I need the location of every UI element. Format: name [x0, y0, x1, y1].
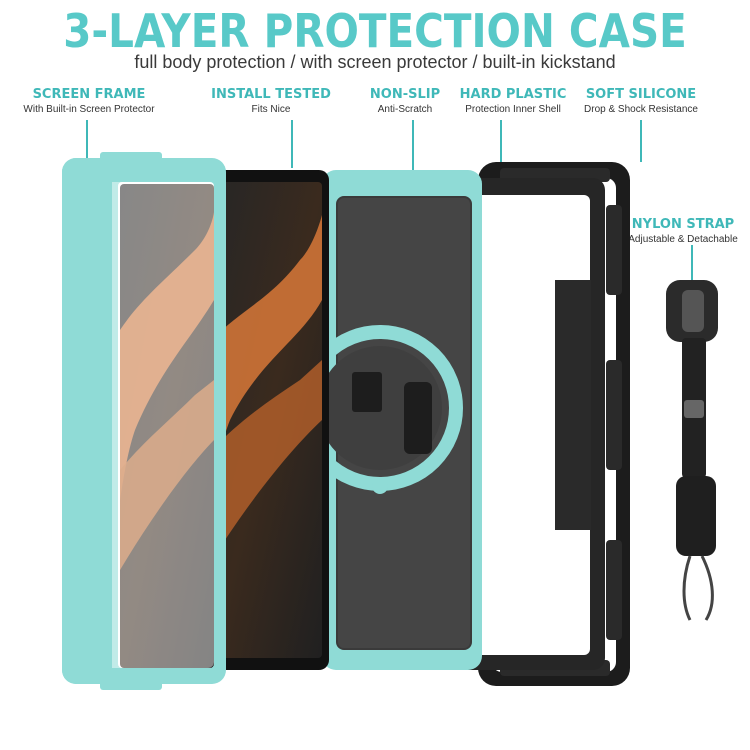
feature-subtitle: Fits Nice — [251, 104, 291, 115]
feature-subtitle: Drop & Shock Resistance — [584, 104, 698, 115]
feature-title: SCREEN FRAME — [32, 87, 146, 102]
leader-line — [291, 120, 293, 168]
nylon-strap — [666, 280, 718, 621]
feature-title: HARD PLASTIC — [459, 87, 567, 102]
feature-title: NYLON STRAP — [631, 217, 735, 232]
subheadline: full body protection / with screen prote… — [134, 52, 616, 72]
headline: 3-LAYER PROTECTION CASE — [63, 4, 687, 58]
feature-soft-silicone: SOFT SILICONE Drop & Shock Resistance — [580, 87, 702, 115]
leader-line — [500, 120, 502, 162]
feature-title: NON-SLIP — [369, 87, 441, 102]
feature-install-tested: INSTALL TESTED Fits Nice — [205, 87, 337, 115]
feature-subtitle: Adjustable & Detachable — [628, 234, 738, 245]
leader-line — [691, 245, 693, 280]
feature-nylon-strap: NYLON STRAP Adjustable & Detachable — [628, 217, 738, 245]
feature-subtitle: Anti-Scratch — [377, 104, 433, 115]
hard-plastic-shell — [455, 178, 605, 670]
feature-screen-frame: SCREEN FRAME With Built-in Screen Protec… — [18, 87, 160, 115]
feature-non-slip: NON-SLIP Anti-Scratch — [362, 87, 448, 115]
screen-frame — [62, 152, 226, 690]
tablet-device — [205, 170, 329, 670]
feature-subtitle: Protection Inner Shell — [465, 104, 561, 115]
leader-line — [640, 120, 642, 162]
leader-line — [86, 120, 88, 162]
feature-title: SOFT SILICONE — [585, 87, 697, 102]
non-slip-back-shell — [297, 170, 482, 670]
feature-title: INSTALL TESTED — [211, 87, 331, 102]
feature-hard-plastic: HARD PLASTIC Protection Inner Shell — [452, 87, 574, 115]
feature-subtitle: With Built-in Screen Protector — [23, 104, 155, 115]
